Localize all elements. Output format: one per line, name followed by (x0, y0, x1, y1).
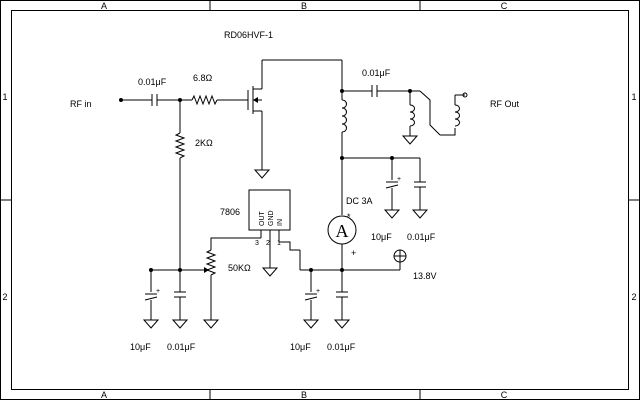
ground-icon (411, 209, 429, 219)
regulator-pin-in: IN (277, 219, 284, 226)
drain-electrolytic-value: 10μF (371, 232, 392, 242)
gate-resistor (191, 94, 218, 106)
ground-icon (261, 267, 279, 277)
output-capacitor (371, 85, 378, 97)
gate-resistor-value: 6.8Ω (193, 73, 213, 83)
row-label-2-right: 2 (631, 292, 636, 302)
output-coil (454, 104, 460, 127)
row-label-1-left: 1 (2, 92, 7, 102)
col-label-c-bottom: C (501, 390, 508, 400)
drain-capacitor (414, 181, 426, 188)
ammeter-star: * (347, 212, 351, 222)
bias-potentiometer (205, 249, 217, 276)
drain-inductor (341, 99, 347, 133)
regulator-pin-num-3: 3 (255, 240, 259, 247)
row-label-1-right: 1 (631, 92, 636, 102)
regulator-pin-num-1: 1 (277, 240, 281, 247)
regulator-pin-gnd: GND (268, 210, 275, 226)
bias-capacitor (174, 291, 186, 298)
regulator-label: 7806 (220, 207, 240, 217)
rf-out-label: RF Out (490, 99, 520, 109)
ammeter-plus: + (351, 248, 356, 258)
regulator-pin-num-2: 2 (266, 240, 270, 247)
regulator-electrolytic-capacitor: + (304, 288, 320, 301)
regulator-capacitor-value: 0.01μF (327, 342, 356, 352)
output-capacitor-value: 0.01μF (362, 68, 391, 78)
ground-icon (253, 169, 271, 179)
svg-text:+: + (156, 288, 160, 295)
drain-electrolytic-capacitor: + (385, 176, 401, 189)
col-label-b-bottom: B (301, 390, 307, 400)
col-label-a-bottom: A (101, 390, 107, 400)
transistor-label: RD06HVF-1 (224, 30, 273, 40)
col-label-b-top: B (301, 1, 307, 11)
col-label-c-top: C (501, 1, 508, 11)
inner-frame (11, 10, 629, 390)
input-capacitor (151, 94, 158, 106)
col-label-a-top: A (101, 1, 107, 11)
regulator-electrolytic-value: 10μF (290, 342, 311, 352)
bias-electrolytic-capacitor: + (144, 288, 160, 301)
ground-icon (302, 319, 320, 329)
bias-capacitor-value: 0.01μF (167, 342, 196, 352)
ammeter-rating: DC 3A (346, 196, 373, 206)
drain-capacitor-value: 0.01μF (407, 232, 436, 242)
input-capacitor-value: 0.01μF (138, 77, 167, 87)
svg-text:+: + (397, 176, 401, 183)
regulator-capacitor (336, 291, 348, 298)
ground-icon (333, 319, 351, 329)
bias-resistor (174, 132, 186, 159)
potentiometer-value: 50KΩ (228, 263, 251, 273)
ground-icon (171, 319, 189, 329)
ground-icon (401, 135, 419, 145)
mosfet-transistor (247, 60, 263, 170)
regulator-pin-out: OUT (259, 211, 266, 227)
rf-in-label: RF in (70, 99, 92, 109)
bias-electrolytic-value: 10μF (130, 342, 151, 352)
ammeter-symbol: A (336, 221, 349, 241)
shunt-inductor (409, 104, 415, 127)
svg-text:+: + (316, 288, 320, 295)
supply-voltage: 13.8V (413, 271, 437, 281)
rf-out-terminal (462, 92, 468, 98)
ground-icon (202, 319, 220, 329)
row-label-2-left: 2 (2, 292, 7, 302)
ground-icon (142, 319, 160, 329)
ground-icon (383, 209, 401, 219)
bias-resistor-value: 2KΩ (195, 138, 213, 148)
